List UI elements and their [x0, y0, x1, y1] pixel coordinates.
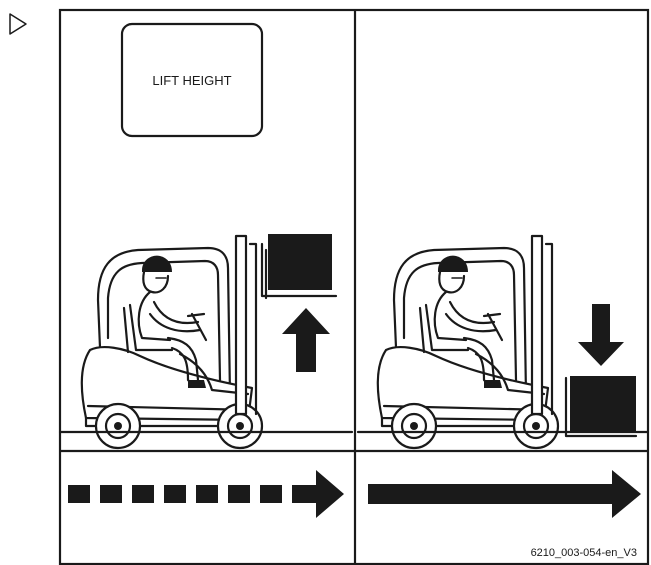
- load-raised: [268, 234, 332, 290]
- dashed-arrow-right-icon: [68, 470, 344, 518]
- load-lowered: [570, 376, 636, 432]
- figure-id: 6210_003-054-en_V3: [531, 547, 637, 559]
- lift-height-label-box: LIFT HEIGHT: [122, 24, 262, 136]
- triangle-right-icon: [10, 14, 26, 34]
- arrow-down-icon: [578, 304, 624, 366]
- arrow-up-icon: [282, 308, 330, 372]
- solid-arrow-right-icon: [368, 470, 641, 518]
- lift-height-label: LIFT HEIGHT: [152, 73, 231, 88]
